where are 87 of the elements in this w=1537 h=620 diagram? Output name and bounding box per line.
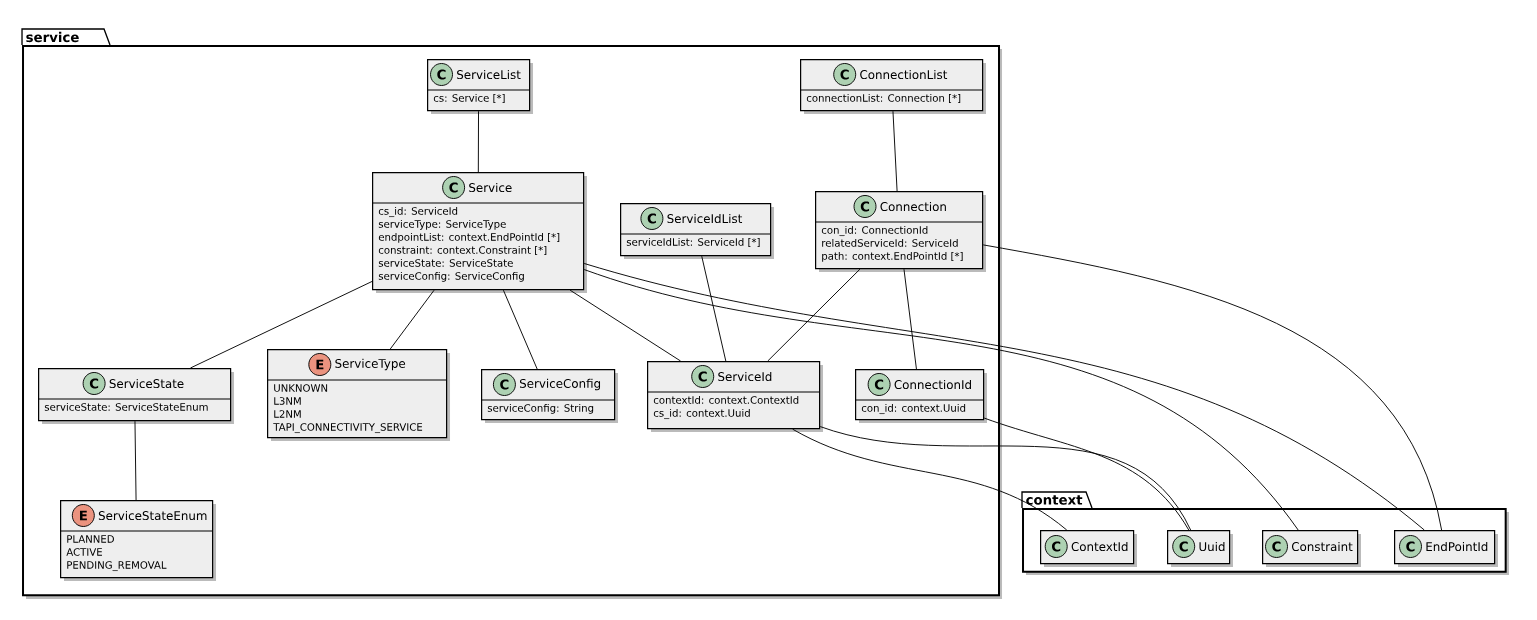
association-line (477, 110, 479, 173)
node-label: context (1026, 495, 1083, 505)
association-line (502, 289, 538, 370)
stereotype-badge: C (1265, 535, 1288, 558)
attribute-text: L2NM (274, 410, 301, 418)
class-name: ConnectionList (860, 69, 948, 80)
association-line (190, 281, 373, 369)
association-line (819, 426, 1192, 531)
attribute-text: serviceConfig: ServiceConfig (378, 271, 524, 282)
class-box (480, 369, 618, 423)
class-box (1167, 530, 1233, 567)
attribute-text: PLANNED (67, 535, 114, 543)
attribute-text: contextId: context.ContextId (653, 395, 799, 404)
class-box (814, 191, 986, 272)
class-box (619, 203, 774, 259)
class-box (854, 369, 987, 423)
stereotype-badge: C (430, 63, 453, 86)
class-box (799, 59, 986, 114)
attribute-text: con_id: ConnectionId (821, 225, 928, 237)
class-name: Constraint (1291, 541, 1353, 552)
class-name: ContextId (1071, 541, 1128, 552)
class-box (371, 172, 587, 293)
association-line (982, 244, 1443, 531)
attribute-text: UNKNOWN (274, 384, 328, 392)
association-line (892, 110, 898, 192)
class-name: Connection (880, 201, 946, 212)
stereotype-badge: C (867, 373, 891, 396)
class-name: Service (469, 182, 512, 193)
stereotype-badge: C (853, 195, 877, 218)
class-name: ServiceConfig (519, 378, 600, 391)
class-name: ConnectionId (894, 379, 971, 390)
attribute-text: constraint: context.Constraint [*] (378, 245, 547, 255)
class-name: ServiceIdList (667, 213, 743, 224)
stereotype-badge: C (442, 176, 466, 199)
class-name: Uuid (1199, 541, 1225, 552)
attribute-text: TAPI_CONNECTIVITY_SERVICE (273, 423, 423, 434)
attribute-text: cs: Service [*] (433, 93, 505, 103)
stereotype-badge: E (71, 504, 95, 527)
class-box (59, 500, 216, 581)
class-box (1040, 530, 1137, 567)
association-line (792, 428, 1068, 531)
attribute-text: relatedServiceId: ServiceId (822, 238, 958, 247)
association-line (903, 268, 917, 370)
association-line (569, 289, 682, 362)
stereotype-badge: C (1172, 535, 1196, 558)
association-line (583, 269, 1299, 531)
attribute-text: serviceState: ServiceState (378, 258, 513, 267)
attribute-text: connectionList: Connection [*] (806, 93, 961, 103)
stereotype-badge: C (492, 373, 516, 396)
attribute-text: cs_id: context.Uuid (653, 408, 750, 420)
stereotype-badge: E (308, 353, 332, 376)
class-box (37, 368, 234, 424)
association-line (701, 255, 727, 362)
association-line (767, 268, 861, 362)
attribute-text: path: context.EndPointId [*] (822, 251, 963, 262)
stereotype-badge: C (833, 63, 857, 86)
class-name: ServiceType (335, 358, 406, 371)
stereotype-badge: C (691, 365, 715, 388)
association-line (389, 289, 435, 350)
stereotype-badge: C (640, 207, 664, 230)
node-label: service (26, 31, 79, 43)
stereotype-badge: C (82, 372, 106, 395)
attribute-text: con_id: context.Uuid (861, 403, 966, 415)
class-name: EndPointId (1426, 541, 1488, 552)
association-line (134, 420, 137, 501)
class-box (1262, 530, 1361, 567)
class-name: ServiceStateEnum (98, 510, 207, 521)
attribute-text: endpointList: context.EndPointId [*] (378, 232, 560, 243)
class-name: ServiceList (457, 69, 521, 80)
attribute-text: ACTIVE (66, 548, 102, 556)
class-box (266, 349, 450, 441)
attribute-text: serviceType: ServiceType (378, 219, 506, 230)
class-box (426, 59, 533, 114)
attribute-text: serviceConfig: String (487, 403, 594, 414)
attribute-text: cs_id: ServiceId (378, 206, 458, 218)
stereotype-badge: C (1044, 535, 1068, 558)
attribute-text: L3NM (274, 397, 301, 405)
attribute-text: serviceIdList: ServiceId [*] (626, 237, 760, 247)
class-box (1394, 530, 1498, 567)
attribute-text: serviceState: ServiceStateEnum (44, 402, 208, 411)
class-box (646, 361, 823, 432)
class-name: ServiceState (109, 378, 184, 389)
stereotype-badge: C (1399, 535, 1422, 558)
attribute-text: PENDING_REMOVAL (67, 561, 167, 572)
association-line (583, 263, 1425, 531)
association-line (983, 417, 1190, 531)
class-name: ServiceId (718, 371, 772, 382)
